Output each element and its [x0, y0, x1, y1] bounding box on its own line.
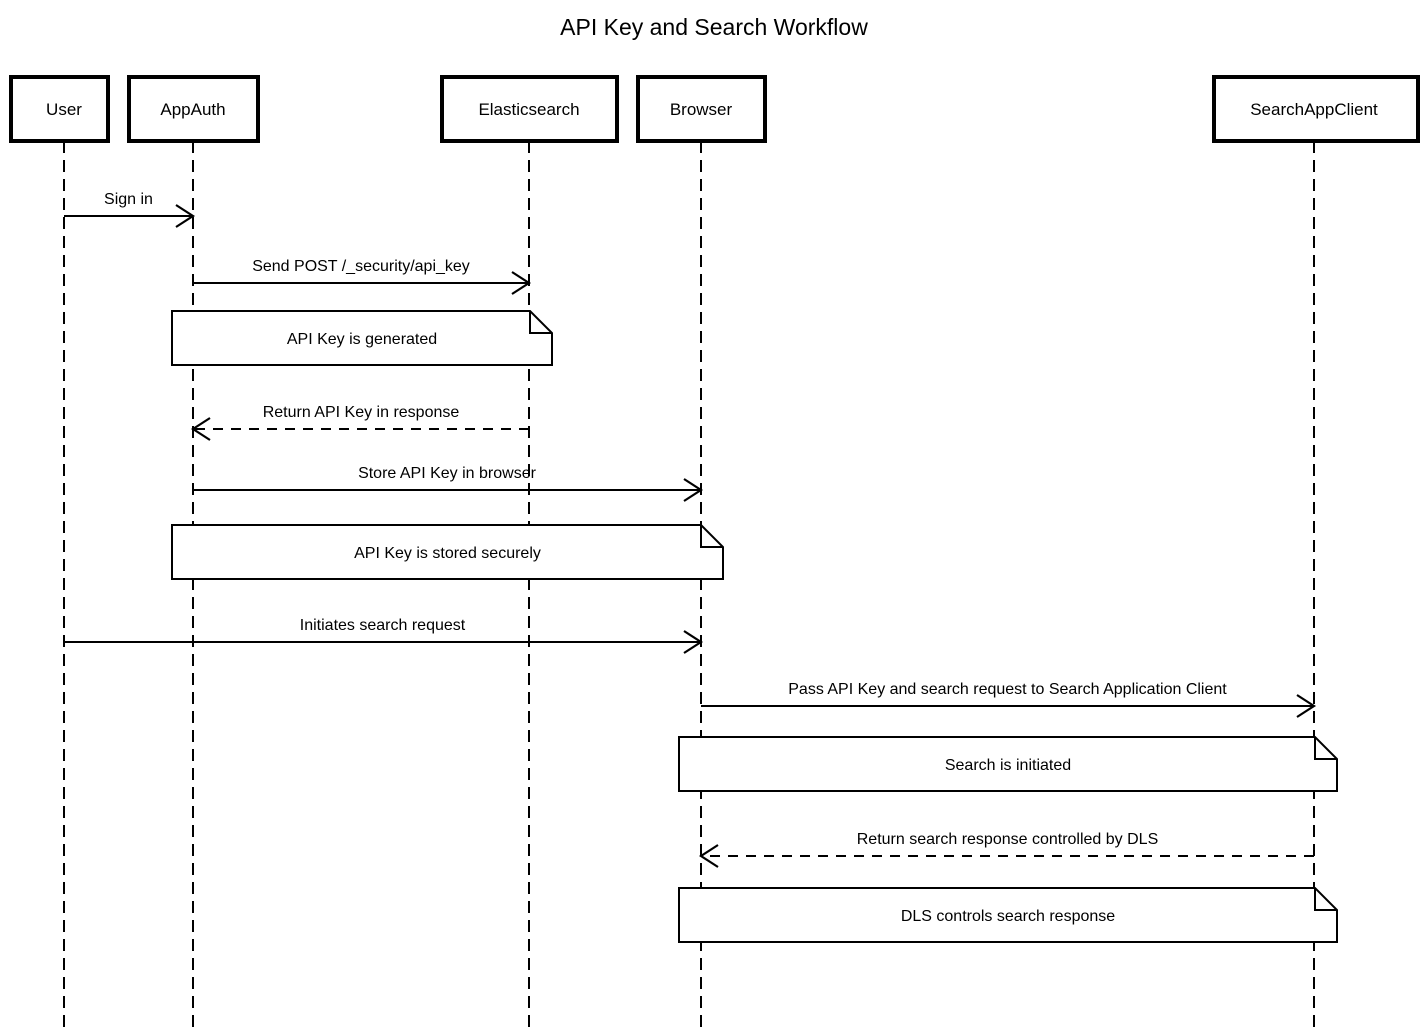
- message-msg-initiates-search[interactable]: Initiates search request: [64, 617, 704, 654]
- participant-label-browser: Browser: [670, 100, 733, 119]
- participant-elasticsearch[interactable]: Elasticsearch: [440, 75, 619, 143]
- message-label-msg-initiates-search: Initiates search request: [300, 617, 466, 634]
- message-arrowhead-msg-return-search-response: [698, 844, 719, 868]
- message-label-msg-send-post-api-key: Send POST /_security/api_key: [252, 258, 470, 275]
- participant-box-elasticsearch: [440, 75, 619, 143]
- participant-label-appauth: AppAuth: [160, 100, 225, 119]
- lifelines-group: [63, 141, 1315, 1027]
- note-body-note-search-initiated: [678, 736, 1338, 792]
- note-label-note-api-key-generated: API Key is generated: [287, 331, 437, 348]
- note-note-search-initiated[interactable]: Search is initiated: [678, 736, 1338, 792]
- note-fold-note-search-initiated: [1314, 737, 1337, 760]
- message-label-msg-sign-in: Sign in: [104, 191, 153, 208]
- message-arrowhead-msg-sign-in: [175, 204, 196, 228]
- message-label-msg-pass-api-key: Pass API Key and search request to Searc…: [788, 681, 1227, 698]
- message-label-msg-store-api-key: Store API Key in browser: [358, 465, 537, 482]
- note-body-note-api-key-stored: [171, 524, 724, 580]
- message-msg-send-post-api-key[interactable]: Send POST /_security/api_key: [193, 258, 532, 295]
- note-label-note-api-key-stored: API Key is stored securely: [354, 545, 541, 562]
- note-body-note-api-key-generated: [171, 310, 553, 366]
- message-msg-return-search-response[interactable]: Return search response controlled by DLS: [698, 831, 1314, 868]
- note-note-dls-controls[interactable]: DLS controls search response: [678, 887, 1338, 943]
- participant-box-user: [9, 75, 110, 143]
- note-label-note-search-initiated: Search is initiated: [945, 757, 1071, 774]
- message-arrowhead-msg-return-api-key: [190, 417, 211, 441]
- message-msg-store-api-key[interactable]: Store API Key in browser: [193, 465, 704, 502]
- message-label-msg-return-search-response: Return search response controlled by DLS: [857, 831, 1159, 848]
- participant-label-user: User: [46, 100, 82, 119]
- participant-appauth[interactable]: AppAuth: [127, 75, 260, 143]
- note-fold-note-api-key-stored: [700, 525, 723, 548]
- participant-box-searchappclient: [1212, 75, 1420, 143]
- message-msg-pass-api-key[interactable]: Pass API Key and search request to Searc…: [701, 681, 1317, 718]
- participant-box-appauth: [127, 75, 260, 143]
- participant-searchappclient[interactable]: SearchAppClient: [1212, 75, 1420, 143]
- note-label-note-dls-controls: DLS controls search response: [901, 908, 1115, 925]
- message-msg-return-api-key[interactable]: Return API Key in response: [190, 404, 529, 441]
- message-label-msg-return-api-key: Return API Key in response: [263, 404, 460, 421]
- message-arrowhead-msg-send-post-api-key: [511, 271, 532, 295]
- message-arrowhead-msg-store-api-key: [683, 478, 704, 502]
- message-msg-sign-in[interactable]: Sign in: [64, 191, 196, 228]
- participant-browser[interactable]: Browser: [636, 75, 767, 143]
- note-note-api-key-stored[interactable]: API Key is stored securely: [171, 524, 724, 580]
- page-title: API Key and Search Workflow: [560, 14, 868, 40]
- note-note-api-key-generated[interactable]: API Key is generated: [171, 310, 553, 366]
- messages-group: Sign in Send POST /_security/api_keyRetur…: [64, 191, 1317, 868]
- participants-group: User AppAuth Elasticsearch Browser SearchApp…: [9, 75, 1420, 143]
- note-fold-note-dls-controls: [1314, 888, 1337, 911]
- note-body-note-dls-controls: [678, 887, 1338, 943]
- message-arrowhead-msg-initiates-search: [683, 630, 704, 654]
- message-arrowhead-msg-pass-api-key: [1296, 694, 1317, 718]
- note-fold-note-api-key-generated: [529, 311, 552, 334]
- participant-box-browser: [636, 75, 767, 143]
- participant-label-searchappclient: SearchAppClient: [1250, 100, 1378, 119]
- participant-user[interactable]: User: [9, 75, 110, 143]
- participant-label-elasticsearch: Elasticsearch: [478, 100, 579, 119]
